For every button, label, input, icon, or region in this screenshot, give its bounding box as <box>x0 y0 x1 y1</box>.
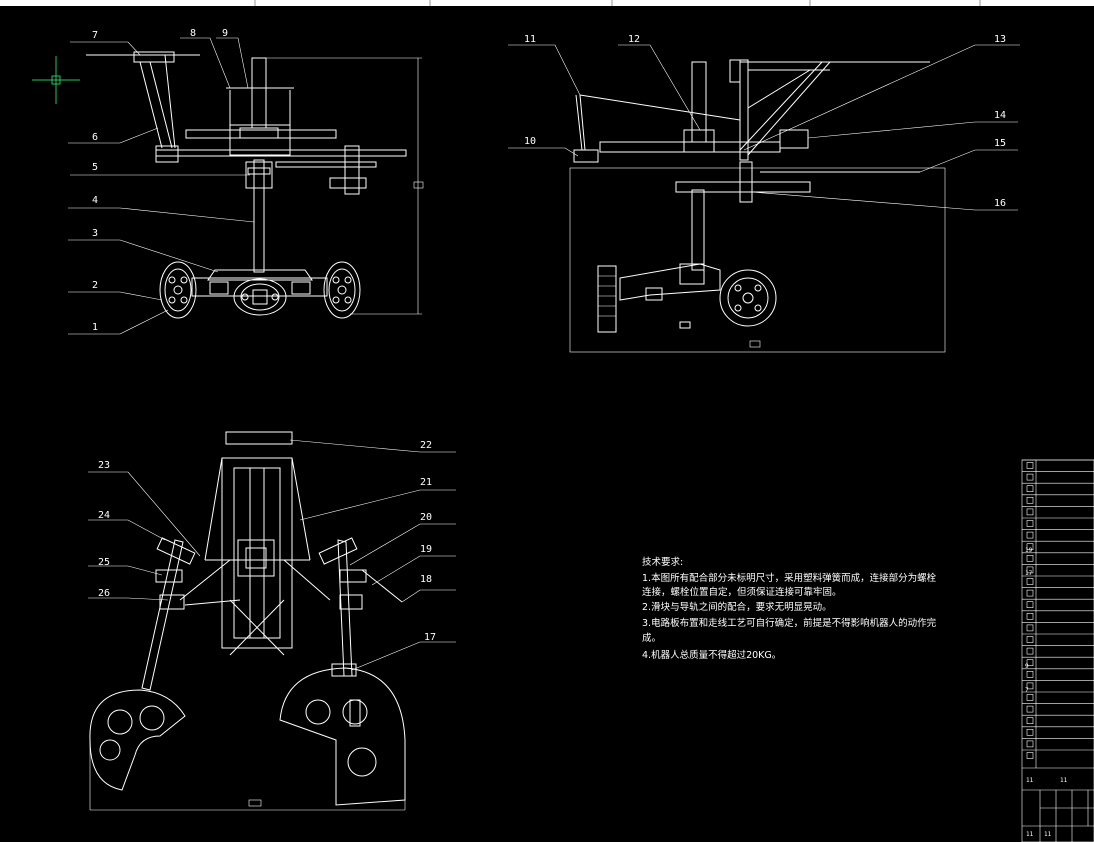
tb-row-label-17: 17 <box>1025 570 1033 577</box>
top-right-claw <box>279 667 406 806</box>
callout-18: 18 <box>420 574 432 585</box>
front-wheel-left <box>159 261 197 319</box>
callout-10: 10 <box>524 136 536 147</box>
tb-cell-a: 11 <box>1026 777 1034 784</box>
parts-list-row-box <box>1026 520 1034 527</box>
parts-list-row-box <box>1026 508 1034 516</box>
parts-list-row-box <box>1026 543 1034 551</box>
parts-list-row-box <box>1026 682 1034 690</box>
parts-list-row-box <box>1026 601 1034 609</box>
callout-19: 19 <box>420 544 432 555</box>
tb-cell-b: 11 <box>1060 777 1068 784</box>
callout-5: 5 <box>92 162 98 173</box>
parts-list-row-box <box>1026 496 1034 504</box>
tb-cell-c: 11 <box>1026 831 1034 838</box>
callout-11: 11 <box>524 34 536 45</box>
parts-list-row-box <box>1026 636 1034 643</box>
callout-24: 24 <box>98 510 110 521</box>
note-line-2: 连接，螺栓位置自定，但须保证连接可靠牢固。 <box>642 586 842 598</box>
callout-22: 22 <box>420 440 432 451</box>
parts-list-row-box <box>1026 740 1034 748</box>
side-view: 11 12 13 14 15 16 10 <box>508 34 1020 353</box>
parts-list-row-box <box>1026 578 1034 585</box>
note-line-1: 1.本图所有配合部分未标明尺寸，采用塑料弹簧而成，连接部分为螺栓 <box>642 572 937 584</box>
top-view: 22 21 20 19 18 17 23 24 25 26 <box>88 431 456 811</box>
callout-2: 2 <box>92 280 98 291</box>
callout-12: 12 <box>628 34 640 45</box>
parts-list-row-box <box>1026 485 1034 493</box>
top-left-claw <box>89 689 186 791</box>
parts-list-row-box <box>1026 670 1034 678</box>
front-wheel-right <box>323 261 361 319</box>
parts-list-row-box <box>1026 531 1034 539</box>
front-wheel-center <box>233 278 287 316</box>
parts-list-row-box <box>1026 589 1034 597</box>
callout-26: 26 <box>98 588 110 599</box>
parts-list-row-box <box>1026 624 1034 632</box>
notes-heading: 技术要求: <box>642 556 683 568</box>
top-border-strip <box>0 0 1094 6</box>
parts-list-row-box <box>1026 612 1034 620</box>
callout-14: 14 <box>994 110 1006 121</box>
callout-4: 4 <box>92 195 98 206</box>
note-line-5: 成。 <box>642 632 661 644</box>
parts-list-row-box <box>1026 705 1034 713</box>
parts-list-row-box <box>1026 566 1034 574</box>
callout-25: 25 <box>98 557 110 568</box>
callout-7: 7 <box>92 30 98 41</box>
side-track-wheel <box>597 265 617 333</box>
tb-cell-d: 11 <box>1044 831 1052 838</box>
parts-list-title-block: 11 11 11 11 19 17 9 7 <box>1021 459 1094 842</box>
tb-row-label-7: 7 <box>1025 687 1029 694</box>
callout-21: 21 <box>420 477 432 488</box>
callout-23: 23 <box>98 460 110 471</box>
front-view: 7 8 9 6 5 4 3 2 1 <box>68 28 424 335</box>
callout-8: 8 <box>190 28 196 39</box>
callout-15: 15 <box>994 138 1006 149</box>
side-wheel <box>719 269 777 327</box>
callout-16: 16 <box>994 198 1006 209</box>
tb-row-label-19: 19 <box>1025 547 1033 554</box>
parts-list-row-box <box>1026 717 1034 725</box>
parts-list-row-box <box>1026 554 1034 562</box>
technical-requirements: 技术要求: 1.本图所有配合部分未标明尺寸，采用塑料弹簧而成，连接部分为螺栓 连… <box>642 556 937 661</box>
parts-list-row-box <box>1026 659 1034 667</box>
note-line-3: 2.滑块与导轨之间的配合，要求无明显晃动。 <box>642 601 832 613</box>
parts-list-row-box <box>1026 647 1034 655</box>
parts-list-row-box <box>1026 752 1034 759</box>
callout-13: 13 <box>994 34 1006 45</box>
parts-list-row-box <box>1026 473 1034 481</box>
callout-20: 20 <box>420 512 432 523</box>
callout-6: 6 <box>92 132 98 143</box>
callout-3: 3 <box>92 228 98 239</box>
note-line-6: 4.机器人总质量不得超过20KG。 <box>642 649 781 661</box>
note-line-4: 3.电路板布置和走线工艺可自行确定，前提是不得影响机器人的动作完 <box>642 617 937 629</box>
callout-17: 17 <box>424 632 436 643</box>
parts-list-row-box <box>1026 462 1034 469</box>
parts-list-row-box <box>1026 728 1034 736</box>
callout-1: 1 <box>92 322 98 333</box>
ucs-cursor-icon[interactable] <box>32 56 80 104</box>
tb-row-label-9: 9 <box>1025 663 1029 670</box>
parts-list-row-box <box>1026 694 1034 701</box>
callout-9: 9 <box>222 28 228 39</box>
